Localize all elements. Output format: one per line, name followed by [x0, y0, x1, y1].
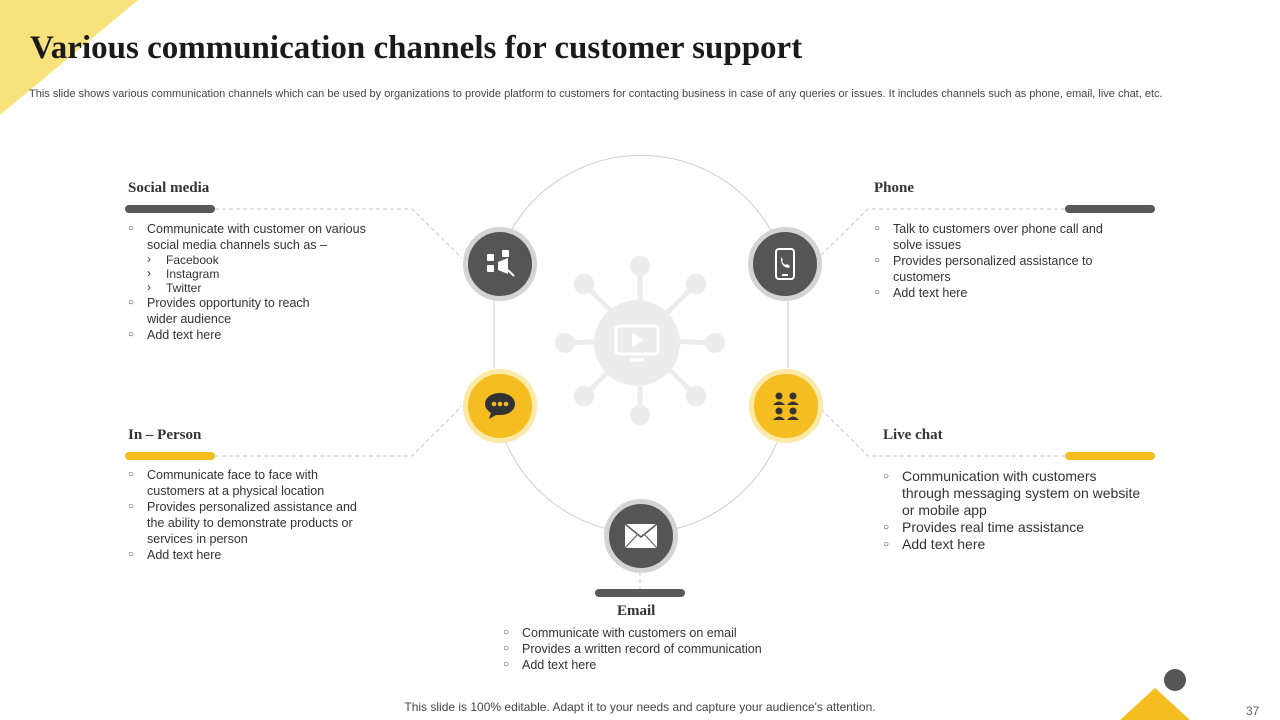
social-media-node — [463, 227, 537, 301]
phone-node — [748, 227, 822, 301]
social-media-list: Communicate with customer on various soc… — [128, 221, 380, 343]
list-item: Provides real time assistance — [883, 519, 1145, 536]
list-item: Provides opportunity to reach wider audi… — [128, 295, 332, 327]
list-item: Communicate with customer on various soc… — [128, 221, 380, 295]
social-media-bar — [125, 205, 215, 213]
corner-triangle-decoration — [1120, 688, 1190, 720]
phone-bar — [1065, 205, 1155, 213]
list-item: Add text here — [883, 536, 1145, 553]
chat-bubble-icon — [485, 393, 515, 419]
email-title: Email — [617, 603, 656, 619]
sub-item: Twitter — [147, 280, 380, 295]
footer-text: This slide is 100% editable. Adapt it to… — [404, 700, 876, 714]
list-item: Add text here — [503, 657, 803, 673]
slide-subtitle: This slide shows various communication c… — [29, 88, 1163, 100]
list-item: Provides personalized assistance and the… — [128, 499, 374, 547]
corner-dot-decoration — [1164, 669, 1186, 691]
people-group-icon — [773, 392, 799, 420]
list-item: Add text here — [128, 327, 380, 343]
list-item: Add text here — [874, 285, 1120, 301]
social-media-title: Social media — [128, 180, 210, 196]
bullet-text: Communicate with customer on various soc… — [147, 222, 366, 252]
list-item: Provides personalized assistance to cust… — [874, 253, 1093, 285]
email-node — [604, 499, 678, 573]
slide-title: Various communication channels for custo… — [30, 30, 803, 66]
live-chat-node — [749, 369, 823, 443]
in-person-list: Communicate face to face with customers … — [128, 467, 374, 563]
in-person-node — [463, 369, 537, 443]
envelope-icon — [624, 523, 658, 549]
social-media-icon — [487, 250, 515, 277]
phone-icon — [775, 248, 795, 280]
live-chat-list: Communication with customers through mes… — [883, 468, 1145, 553]
sub-item: Instagram — [147, 266, 380, 281]
bullet-text: Provides opportunity to reach wider audi… — [147, 296, 310, 326]
list-item: Add text here — [128, 547, 374, 563]
live-chat-bar — [1065, 452, 1155, 460]
sub-item: Facebook — [147, 252, 380, 267]
email-bar — [595, 589, 685, 597]
list-item: Provides a written record of communicati… — [503, 641, 803, 657]
list-item: Communication with customers through mes… — [883, 468, 1145, 519]
in-person-bar — [125, 452, 215, 460]
network-monitor-icon — [555, 256, 725, 425]
in-person-title: In – Person — [128, 427, 202, 443]
page-number: 37 — [1246, 704, 1260, 718]
email-list: Communicate with customers on email Prov… — [503, 625, 803, 673]
list-item: Communicate face to face with customers … — [128, 467, 337, 499]
phone-list: Talk to customers over phone call and so… — [874, 221, 1120, 301]
corner-decoration — [0, 0, 138, 115]
live-chat-title: Live chat — [883, 427, 943, 443]
phone-title: Phone — [874, 180, 915, 196]
list-item: Talk to customers over phone call and so… — [874, 221, 1120, 253]
list-item: Communicate with customers on email — [503, 625, 803, 641]
